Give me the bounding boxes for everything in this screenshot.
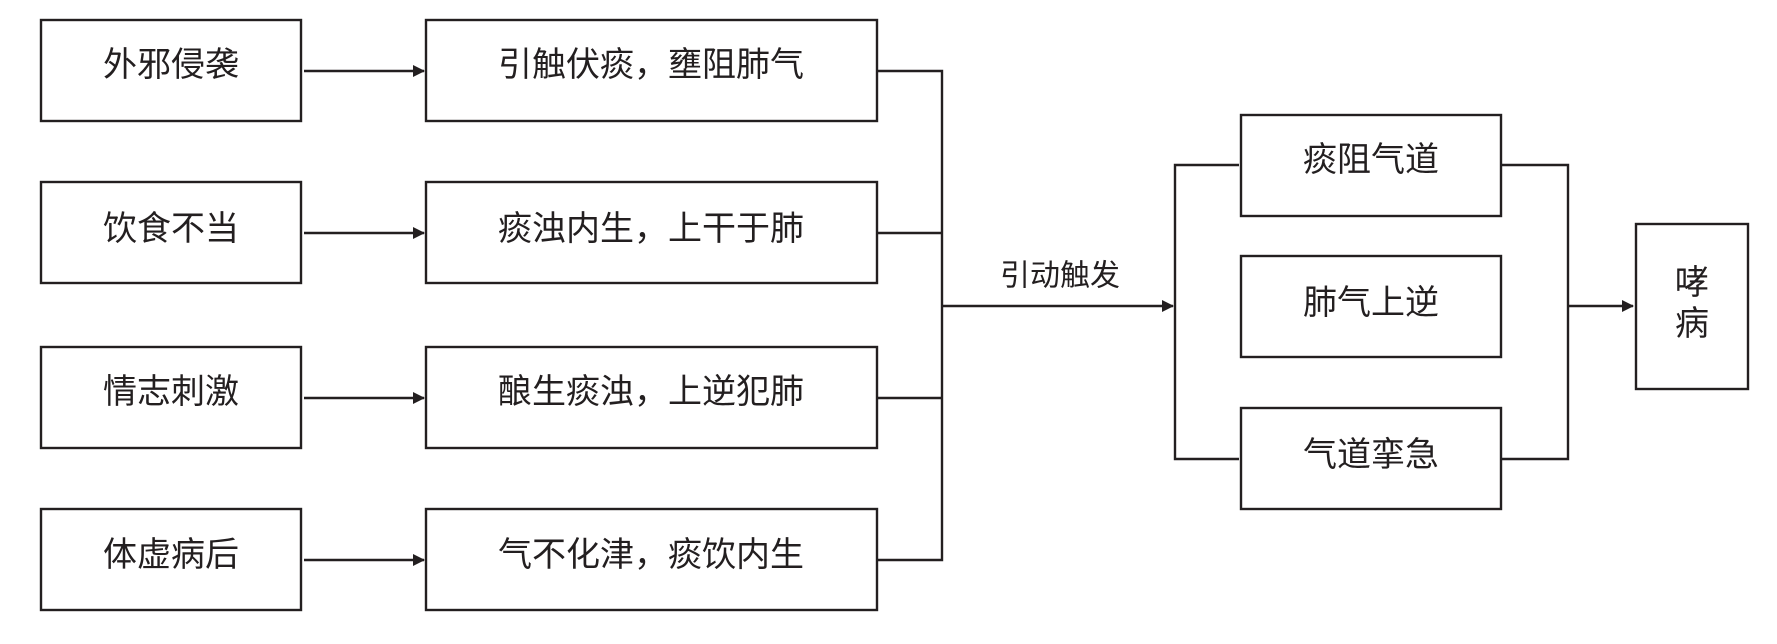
mechanism-label: 气不化津，痰饮内生 (498, 535, 804, 575)
pathology-box-3: 气道挛急 (1239, 406, 1503, 511)
pathology-label: 气道挛急 (1303, 435, 1439, 475)
cause-label: 外邪侵袭 (103, 45, 239, 85)
merge-connector (877, 69, 944, 562)
cause-box-emotion: 情志刺激 (39, 345, 303, 450)
pathology-label: 肺气上逆 (1303, 283, 1439, 323)
cause-label: 饮食不当 (103, 209, 239, 249)
join-connector (1501, 163, 1570, 461)
split-connector (1173, 163, 1239, 461)
outcome-label-char-1: 哮 (1675, 263, 1709, 303)
outcome-box: 哮 病 (1634, 222, 1750, 391)
mechanism-box-2: 痰浊内生，上干于肺 (424, 180, 879, 285)
mechanism-label: 酿生痰浊，上逆犯肺 (498, 372, 804, 412)
cause-label: 体虚病后 (103, 535, 239, 575)
mechanism-box-3: 酿生痰浊，上逆犯肺 (424, 345, 879, 450)
cause-box-external-evil: 外邪侵袭 (39, 18, 303, 123)
cause-label: 情志刺激 (103, 372, 239, 412)
outcome-label-char-2: 病 (1675, 304, 1709, 344)
pathology-label: 痰阻气道 (1303, 140, 1439, 180)
mechanism-label: 引触伏痰，壅阻肺气 (498, 45, 804, 85)
pathology-box-2: 肺气上逆 (1239, 254, 1503, 359)
cause-box-weak-constitution: 体虚病后 (39, 507, 303, 612)
cause-box-diet: 饮食不当 (39, 180, 303, 285)
mechanism-box-1: 引触伏痰，壅阻肺气 (424, 18, 879, 123)
pathology-box-1: 痰阻气道 (1239, 113, 1503, 218)
mechanism-box-4: 气不化津，痰饮内生 (424, 507, 879, 612)
mechanism-label: 痰浊内生，上干于肺 (498, 209, 804, 249)
trigger-label: 引动触发 (1000, 259, 1120, 294)
